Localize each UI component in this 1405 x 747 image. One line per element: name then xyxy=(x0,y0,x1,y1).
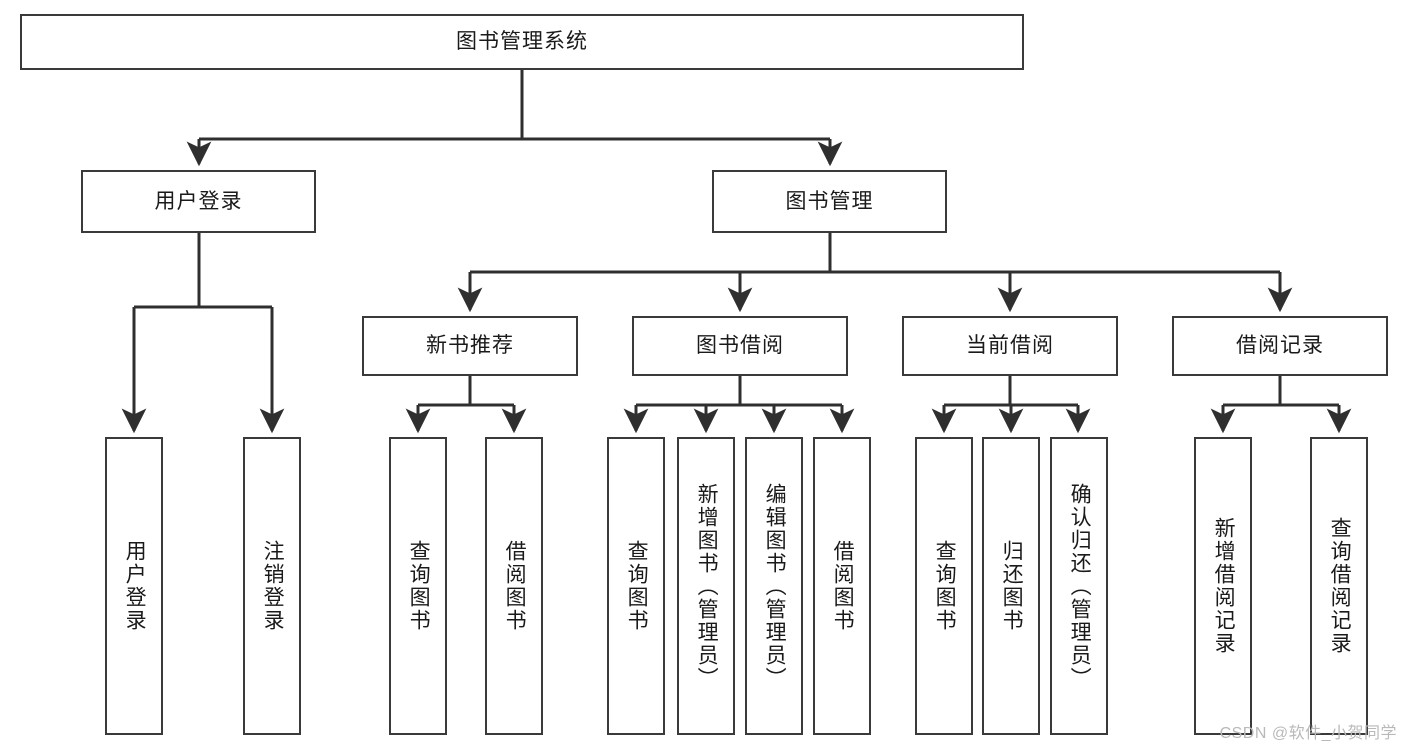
node-new-book-recommend[interactable]: 新书推荐 xyxy=(362,316,578,376)
node-user-login[interactable]: 用户登录 xyxy=(81,170,316,233)
leaf-borrow-book-1[interactable]: 借阅图书 xyxy=(485,437,543,735)
leaf-user-logout[interactable]: 注销登录 xyxy=(243,437,301,735)
leaf-add-record[interactable]: 新增借阅记录 xyxy=(1194,437,1252,735)
leaf-add-record-label: 新增借阅记录 xyxy=(1212,517,1236,655)
node-book-borrow-label: 图书借阅 xyxy=(696,334,784,358)
leaf-query-book-3-label: 查询图书 xyxy=(933,540,957,632)
leaf-borrow-book-1-label: 借阅图书 xyxy=(503,540,527,632)
leaf-edit-book[interactable]: 编辑图书（管理员） xyxy=(745,437,803,735)
leaf-query-book-1[interactable]: 查询图书 xyxy=(389,437,447,735)
leaf-query-book-2-label: 查询图书 xyxy=(625,540,649,632)
leaf-user-login-label: 用户登录 xyxy=(123,540,147,632)
leaf-borrow-book-2[interactable]: 借阅图书 xyxy=(813,437,871,735)
leaf-confirm-return-label: 确认归还（管理员） xyxy=(1068,482,1092,690)
leaf-query-record-label: 查询借阅记录 xyxy=(1328,517,1352,655)
leaf-borrow-book-2-label: 借阅图书 xyxy=(831,540,855,632)
leaf-query-book-2[interactable]: 查询图书 xyxy=(607,437,665,735)
node-root-label: 图书管理系统 xyxy=(456,30,588,54)
leaf-add-book[interactable]: 新增图书（管理员） xyxy=(677,437,735,735)
node-borrow-record[interactable]: 借阅记录 xyxy=(1172,316,1388,376)
node-book-manage-label: 图书管理 xyxy=(785,189,874,213)
node-new-book-recommend-label: 新书推荐 xyxy=(426,334,514,358)
node-user-login-label: 用户登录 xyxy=(154,189,243,213)
node-book-borrow[interactable]: 图书借阅 xyxy=(632,316,848,376)
leaf-return-book-label: 归还图书 xyxy=(1000,540,1024,632)
node-root[interactable]: 图书管理系统 xyxy=(20,14,1024,70)
leaf-add-book-label: 新增图书（管理员） xyxy=(695,482,719,690)
csdn-watermark: CSDN @软件_小贺同学 xyxy=(1219,725,1397,742)
leaf-edit-book-label: 编辑图书（管理员） xyxy=(763,482,787,690)
node-borrow-record-label: 借阅记录 xyxy=(1236,334,1324,358)
node-current-borrow[interactable]: 当前借阅 xyxy=(902,316,1118,376)
node-book-manage[interactable]: 图书管理 xyxy=(712,170,947,233)
node-current-borrow-label: 当前借阅 xyxy=(966,334,1054,358)
leaf-return-book[interactable]: 归还图书 xyxy=(982,437,1040,735)
leaf-query-book-3[interactable]: 查询图书 xyxy=(915,437,973,735)
leaf-user-logout-label: 注销登录 xyxy=(261,540,285,632)
leaf-query-record[interactable]: 查询借阅记录 xyxy=(1310,437,1368,735)
leaf-confirm-return[interactable]: 确认归还（管理员） xyxy=(1050,437,1108,735)
leaf-query-book-1-label: 查询图书 xyxy=(407,540,431,632)
leaf-user-login[interactable]: 用户登录 xyxy=(105,437,163,735)
